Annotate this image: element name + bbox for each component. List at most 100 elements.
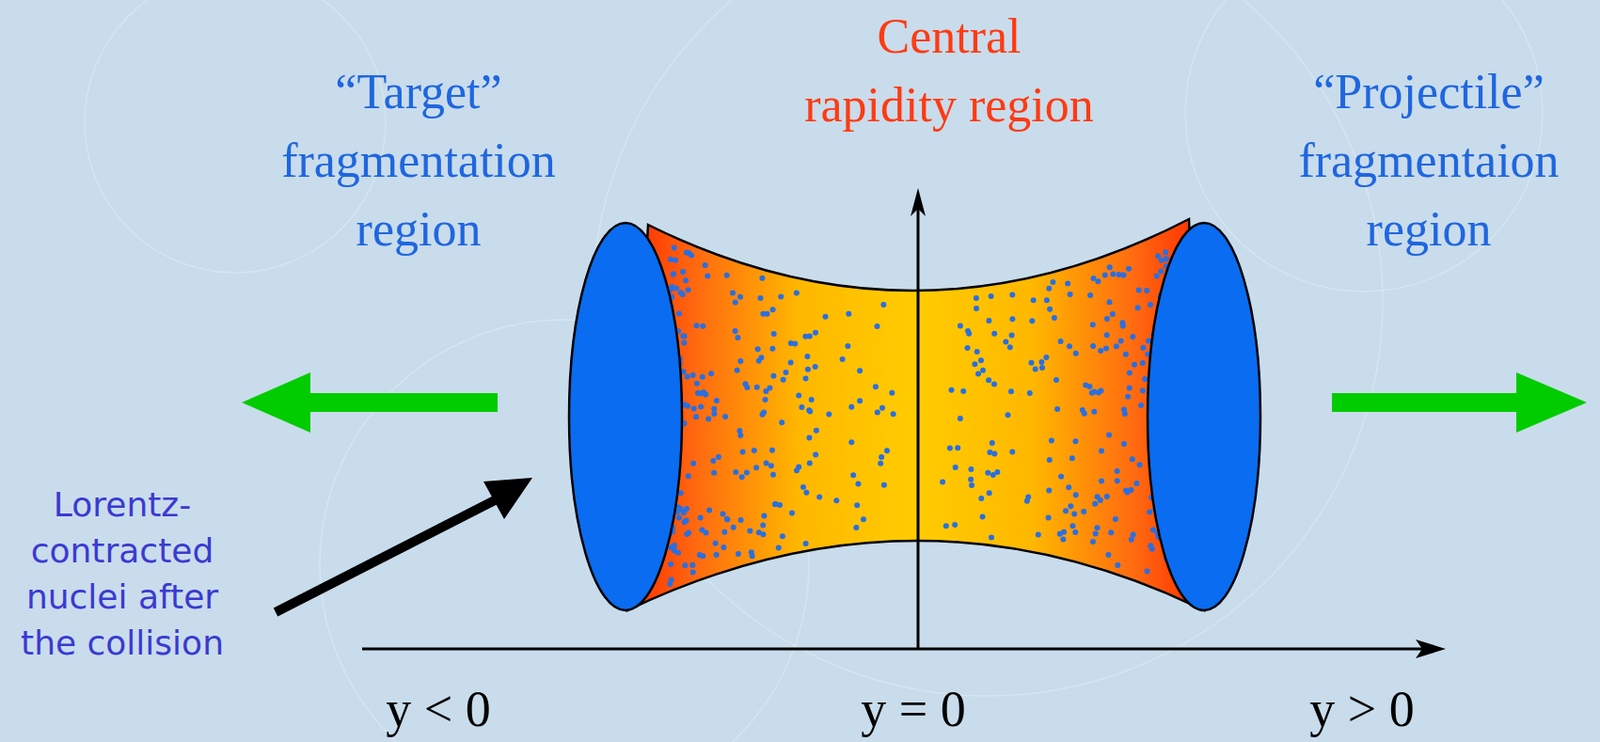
particle-dot [1073, 438, 1079, 444]
particle-dot [1133, 480, 1140, 487]
particle-dot [855, 481, 861, 488]
particle-dot [722, 413, 729, 420]
particle-dot [732, 300, 739, 306]
particle-dot [803, 540, 809, 547]
particle-dot [980, 367, 986, 374]
particle-dot [874, 410, 881, 416]
particle-dot [960, 388, 967, 395]
particle-dot [744, 384, 750, 391]
particle-dot [760, 513, 767, 520]
particle-dot [667, 256, 674, 263]
particle-dot [1130, 532, 1137, 539]
particle-dot [986, 490, 993, 496]
particle-dot [804, 353, 810, 360]
particle-dot [1009, 292, 1015, 299]
particle-dot [1029, 360, 1035, 366]
particle-dot [1067, 503, 1074, 509]
particle-dot [968, 482, 975, 489]
particle-dot [769, 346, 776, 352]
particle-dot [712, 540, 719, 547]
motion-arrows [241, 372, 1587, 433]
particle-dot [760, 311, 766, 317]
particle-dot [1158, 257, 1165, 264]
particle-dot [1049, 279, 1056, 286]
particle-dot [668, 577, 675, 584]
particle-dot [754, 384, 761, 391]
particle-dot [978, 495, 984, 502]
particle-dot [880, 301, 887, 308]
particle-dot [879, 405, 886, 412]
particle-dot [1092, 501, 1098, 507]
particle-dot [1069, 455, 1076, 461]
particle-dot [1094, 278, 1101, 285]
particle-dot [1009, 449, 1015, 456]
axis-label: y < 0 [344, 681, 533, 738]
particle-dot [1053, 377, 1060, 383]
particle-dot [672, 257, 679, 264]
particle-dot [1044, 297, 1050, 303]
particle-dot [691, 406, 698, 412]
particle-dot [833, 497, 840, 504]
particle-dot [776, 502, 783, 508]
particle-dot [798, 404, 805, 411]
particle-dot [813, 427, 820, 434]
particle-dot [978, 357, 984, 364]
particle-dot [973, 305, 980, 312]
particle-dot [1067, 291, 1074, 298]
particle-dot [793, 290, 800, 297]
particle-dot [974, 348, 981, 355]
particle-dot [872, 383, 879, 390]
particle-dot [1163, 255, 1170, 262]
particle-dot [1051, 315, 1058, 321]
particle-dot [685, 473, 692, 479]
particle-dot [762, 388, 769, 395]
axes [362, 202, 1430, 650]
particle-dot [949, 387, 955, 394]
particle-dot [965, 345, 971, 351]
particle-dot [751, 447, 758, 454]
particle-dot [795, 464, 802, 471]
particle-dot [1070, 522, 1077, 529]
particle-dot [1027, 390, 1033, 397]
particle-dot [1119, 319, 1125, 326]
particle-dot [1065, 484, 1072, 491]
particle-dot [1113, 343, 1120, 349]
particle-dot [1109, 311, 1116, 317]
particle-dot [770, 306, 777, 313]
particle-dot [1066, 343, 1073, 349]
particle-dot [1131, 362, 1138, 368]
region-label: “Target” fragmentation region [268, 57, 570, 264]
particle-dot [965, 328, 971, 334]
particle-dot [772, 501, 778, 507]
particle-dot [783, 369, 790, 376]
particle-dot [694, 322, 700, 329]
particle-dot [681, 562, 688, 569]
particle-dot [844, 343, 851, 349]
particle-dot [1054, 406, 1061, 412]
particle-dot [1038, 359, 1045, 365]
particle-dot [690, 372, 697, 379]
particle-dot [1140, 360, 1146, 366]
particle-dot [1107, 299, 1113, 305]
callout-note: Lorentz-contracted nuclei after the coll… [4, 481, 240, 666]
particle-dot [967, 466, 974, 473]
particle-dot [1135, 304, 1141, 311]
particle-dot [1086, 383, 1093, 390]
particle-dot [1125, 266, 1132, 272]
particle-dot [1121, 441, 1127, 447]
particle-dot [1073, 350, 1079, 357]
particle-dot [1098, 448, 1105, 455]
particle-dot [971, 361, 978, 367]
particle-dot [682, 277, 689, 284]
particle-dot [759, 275, 765, 282]
particle-dot [812, 330, 819, 336]
particle-dot [1007, 344, 1014, 350]
particle-dot [681, 339, 687, 346]
particle-dot [881, 482, 888, 489]
particle-dot [967, 476, 974, 483]
particle-dot [721, 529, 728, 536]
particle-dot [675, 550, 682, 556]
particle-dot [711, 406, 717, 412]
particle-dot [1091, 275, 1097, 282]
particle-dot [681, 519, 688, 525]
